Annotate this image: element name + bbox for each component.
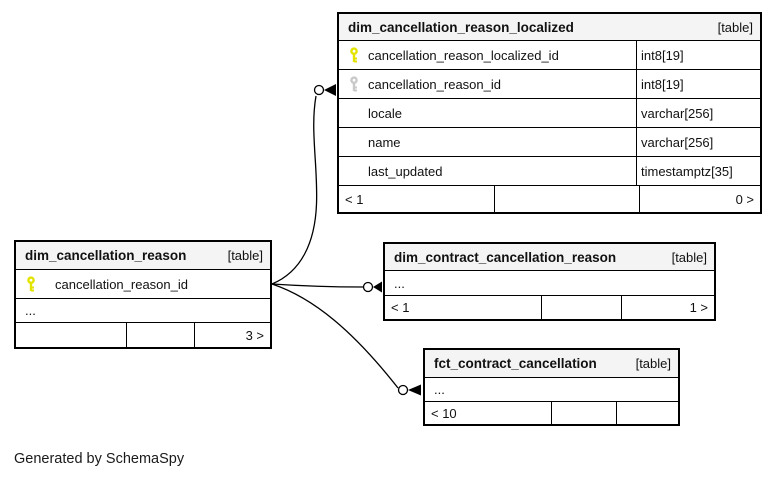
column-name: locale (368, 105, 402, 121)
table-badge: [table] (227, 248, 263, 263)
table-dim-contract-cancellation-reason: dim_contract_cancellation_reason [table]… (383, 242, 716, 321)
generated-by-note: Generated by SchemaSpy (14, 451, 185, 467)
footer-parents: < 1 (339, 186, 495, 212)
footer-parents: < 1 (385, 296, 542, 319)
footer-parents (16, 323, 127, 347)
relationship-to-localized (271, 84, 336, 285)
table-name-link[interactable]: dim_contract_cancellation_reason (394, 249, 617, 265)
column-row-ellipsis: ... (16, 299, 270, 323)
column-row: cancellation_reason_id (16, 270, 270, 299)
column-name: cancellation_reason_id (368, 76, 501, 92)
column-type: varchar[256] (636, 128, 760, 156)
connector-circle (313, 84, 325, 96)
connector-arrow (373, 281, 382, 293)
footer-middle (127, 323, 195, 347)
column-type: int8[19] (636, 41, 760, 69)
footer-children: 0 > (735, 191, 754, 207)
table-dim-cancellation-reason-localized: dim_cancellation_reason_localized [table… (337, 12, 762, 214)
table-footer: < 1 1 > (385, 296, 714, 319)
table-footer: < 10 (425, 402, 678, 424)
footer-children (617, 402, 678, 424)
table-name-link[interactable]: dim_cancellation_reason (25, 248, 187, 263)
footer-parents: < 10 (425, 402, 552, 424)
column-row-ellipsis: ... (385, 271, 714, 296)
table-header: dim_cancellation_reason_localized [table… (339, 14, 760, 41)
relationship-to-contract-reason (271, 281, 382, 293)
footer-children: 1 > (689, 300, 708, 315)
connector-circle (362, 281, 374, 293)
column-name: ... (394, 275, 405, 291)
column-name: cancellation_reason_localized_id (368, 47, 559, 63)
table-header: fct_contract_cancellation [table] (425, 350, 678, 378)
column-row: cancellation_reason_id int8[19] (339, 70, 760, 99)
column-name: name (368, 134, 401, 150)
footer-children: 3 > (245, 327, 264, 343)
table-header: dim_contract_cancellation_reason [table] (385, 244, 714, 271)
column-type: timestamptz[35] (636, 157, 760, 185)
footer-middle (495, 186, 640, 212)
table-badge: [table] (671, 249, 707, 265)
footer-middle (552, 402, 617, 424)
table-badge: [table] (717, 19, 753, 35)
footer-middle (542, 296, 622, 319)
column-row-ellipsis: ... (425, 378, 678, 402)
connector-arrow (408, 384, 421, 396)
connector-arrow (324, 84, 336, 96)
column-type: int8[19] (636, 70, 760, 98)
column-name: last_updated (368, 163, 443, 179)
column-name: ... (434, 382, 445, 397)
column-name: ... (25, 303, 36, 318)
primary-key-icon (24, 276, 37, 292)
column-row: name varchar[256] (339, 128, 760, 157)
table-footer: < 1 0 > (339, 186, 760, 212)
table-footer: 3 > (16, 323, 270, 347)
table-name-link[interactable]: fct_contract_cancellation (434, 356, 597, 371)
primary-key-icon (347, 47, 360, 63)
foreign-key-icon (347, 76, 360, 92)
table-header: dim_cancellation_reason [table] (16, 242, 270, 270)
table-badge: [table] (635, 356, 671, 371)
column-type: varchar[256] (636, 99, 760, 127)
column-name: cancellation_reason_id (55, 276, 188, 292)
table-name-link[interactable]: dim_cancellation_reason_localized (348, 19, 574, 35)
column-row: cancellation_reason_localized_id int8[19… (339, 41, 760, 70)
table-dim-cancellation-reason: dim_cancellation_reason [table] cancella… (14, 240, 272, 349)
table-fct-contract-cancellation: fct_contract_cancellation [table] ... < … (423, 348, 680, 426)
column-row: locale varchar[256] (339, 99, 760, 128)
connector-circle (397, 384, 409, 396)
column-row: last_updated timestamptz[35] (339, 157, 760, 186)
